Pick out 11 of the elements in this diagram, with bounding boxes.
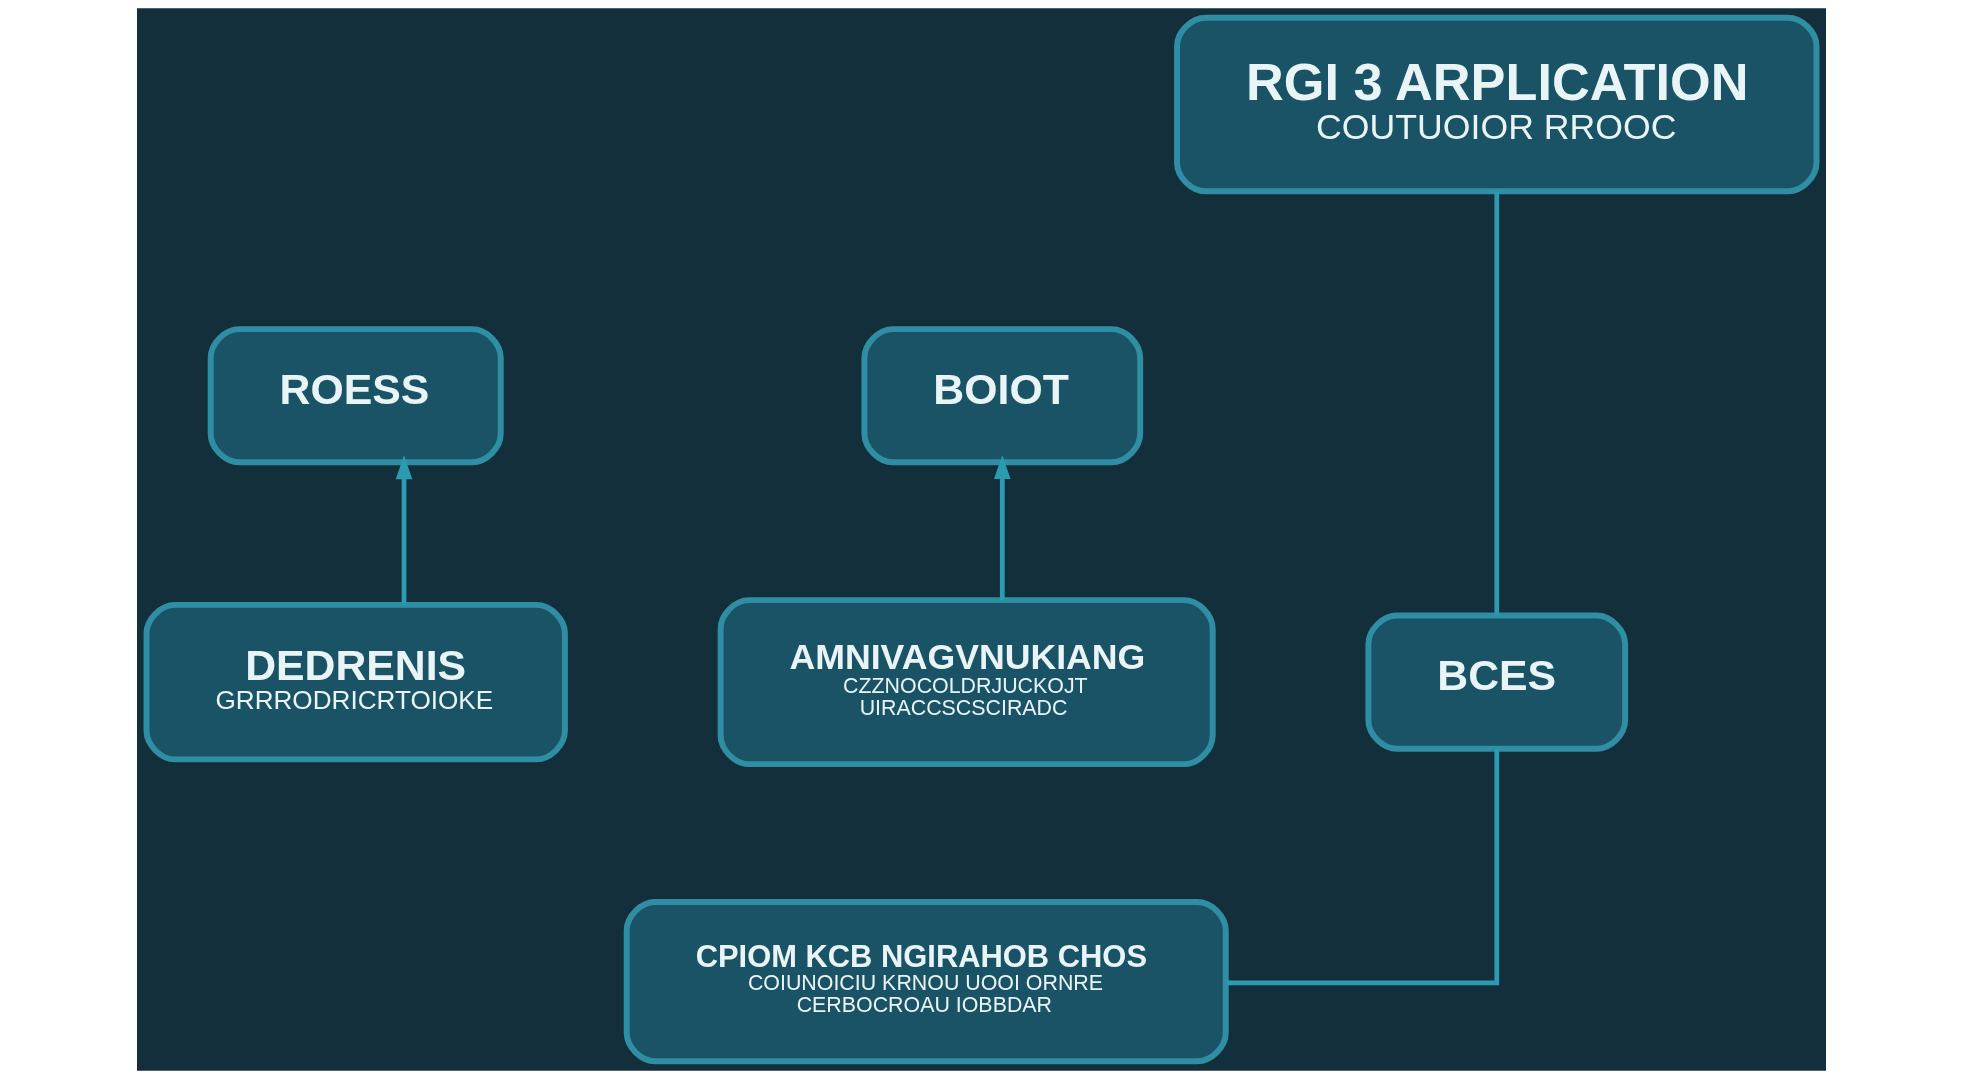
connector	[1226, 748, 1499, 986]
node-box: ROESS	[207, 326, 504, 466]
node-box: BCES	[1364, 612, 1628, 752]
connector	[1493, 191, 1499, 616]
node-box: CPIOM KCB NGIRAHOB CHOS COIUNOICIU KRNOU UOOI ORNRE CERBOCROAU IOBBDAR	[623, 899, 1229, 1065]
node-box: RGI 3 ARPLICATION COUTUOIOR RROOC	[1173, 14, 1819, 195]
arrow	[395, 455, 412, 605]
node-box: BOIOT	[860, 326, 1143, 466]
arrow	[993, 455, 1011, 601]
node-box: DEDRENIS GRRRODRICRTOIOKE	[143, 601, 568, 763]
node-box: AMNIVAGVNUKIANG CZZNOCOLDRJUCKOJT UIRACCSCSCIRADC	[717, 597, 1216, 768]
